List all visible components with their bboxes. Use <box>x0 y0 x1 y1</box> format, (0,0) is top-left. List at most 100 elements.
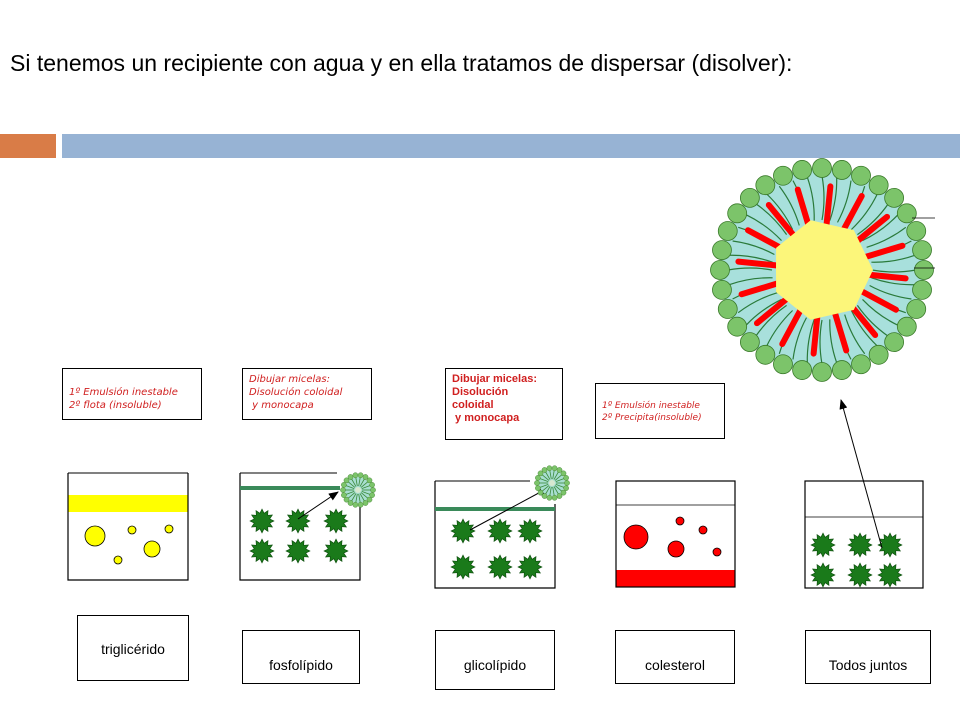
polar-head <box>884 332 905 353</box>
polar-head <box>717 221 738 241</box>
polar-head <box>831 360 852 380</box>
polar-head <box>884 187 905 208</box>
micelle-zoom-head <box>357 501 364 508</box>
cholesterol-droplet <box>675 516 685 526</box>
micelle-zoom <box>534 465 570 501</box>
micelle-zoom-head <box>341 482 347 488</box>
micelle-zoom-head <box>343 477 350 484</box>
micelle-zoom-head <box>343 496 350 503</box>
micelle-zoom-tail <box>554 485 563 492</box>
oil-droplet <box>113 555 123 565</box>
micelle-zoom-tail <box>358 493 361 503</box>
lipid-tail <box>862 298 899 326</box>
cholesterol-molecule <box>823 183 834 228</box>
lipid-tail <box>729 254 773 263</box>
micelle <box>517 554 543 580</box>
micelle-zoom-tail <box>555 478 565 483</box>
cholesterol-molecule <box>765 201 796 238</box>
label-fosfolipido-text: fosfolípido <box>269 657 333 673</box>
polar-head <box>792 160 813 180</box>
lipid-tail <box>869 284 912 300</box>
beaker-colesterol <box>615 480 736 588</box>
note-glicolipido-line3: coloidal <box>452 399 494 411</box>
lipid-tail <box>737 292 778 314</box>
micelle-zoom-head <box>560 470 567 477</box>
polar-head <box>727 203 748 224</box>
note-trigliceride-line2: 2º flota (insoluble) <box>69 400 162 411</box>
polar-head <box>896 316 917 337</box>
micelle-zoom-tail <box>345 490 355 495</box>
micelle-zoom-head <box>362 500 369 506</box>
cholesterol-molecule <box>864 271 909 282</box>
lipid-tail <box>766 193 794 230</box>
header-accent-orange <box>0 134 56 158</box>
arrow <box>469 487 549 531</box>
cholesterol-molecule <box>840 192 865 233</box>
micelle <box>249 508 275 534</box>
micelle <box>847 562 873 588</box>
lipid-tail <box>766 310 794 347</box>
micelle-zoom-head <box>366 477 373 484</box>
lipid-tail <box>755 203 788 235</box>
micelle-zoom-tail <box>355 493 358 503</box>
polar-head <box>773 165 793 186</box>
lipid-tail <box>755 304 787 337</box>
micelle-zoom-head <box>546 465 553 472</box>
micelle-zoom-head <box>366 496 373 503</box>
lipid-tail <box>871 269 917 273</box>
micelle-zoom-tail <box>539 483 549 488</box>
note-colesterol-line2: 2º Precipita(insoluble) <box>602 413 702 423</box>
oil-droplet <box>143 540 161 558</box>
micelle-zoom-tail <box>351 478 357 487</box>
oil-droplet <box>127 525 137 535</box>
cholesterol-molecule <box>735 258 780 269</box>
polar-head <box>727 316 748 337</box>
arrow <box>839 399 883 549</box>
micelle-zoom-head <box>347 500 354 506</box>
note-glicolipido: Dibujar micelas: Disolución coloidal y m… <box>445 368 563 440</box>
micelle-zoom-tail <box>555 483 565 488</box>
precipitate-layer <box>616 570 735 587</box>
note-fosfolipido: Dibujar micelas: Disolución coloidal y m… <box>242 368 372 420</box>
micelle-zoom-tail <box>553 486 559 495</box>
micelle-zoom-tail <box>549 470 552 480</box>
arrow <box>297 491 339 520</box>
header-accent-blue <box>62 134 960 158</box>
micelle-zoom-tail <box>361 490 371 495</box>
cholesterol-molecule <box>859 288 900 313</box>
micelle-zoom-head <box>546 494 553 501</box>
beaker-glicolipido <box>434 465 570 589</box>
lipid-tail <box>821 175 825 221</box>
lipid-tail <box>850 310 878 347</box>
micelle-zoom-head <box>551 494 558 501</box>
cholesterol-droplet <box>667 540 685 558</box>
micelle <box>249 538 275 564</box>
micelle <box>323 508 349 534</box>
polar-head <box>755 175 776 196</box>
polar-head <box>792 360 813 380</box>
micelle-zoom-center <box>355 487 361 493</box>
micelle <box>323 538 349 564</box>
micelle-zoom-head <box>369 492 375 498</box>
note-fosfolipido-line3: y monocapa <box>249 400 314 411</box>
micelle-zoom-tail <box>351 493 357 502</box>
polar-head <box>851 354 871 375</box>
polar-head <box>710 260 730 280</box>
micelle-zoom-tail <box>545 486 551 495</box>
polar-head <box>906 299 927 319</box>
micelle <box>487 554 513 580</box>
polar-head <box>739 332 760 353</box>
micelle <box>450 518 476 544</box>
polar-head <box>896 203 917 224</box>
polar-head <box>868 175 889 196</box>
label-fosfolipido: fosfolípido <box>242 630 360 684</box>
lipid-tail <box>862 214 899 242</box>
micelle-zoom-head <box>560 489 567 496</box>
micelle <box>285 508 311 534</box>
cholesterol-molecule <box>854 213 891 244</box>
lipid-tail <box>850 193 878 230</box>
label-trigliceride-text: triglicérido <box>101 641 165 657</box>
cholesterol-molecule <box>810 312 821 357</box>
micelle-zoom-tail <box>541 485 550 492</box>
micelle-zoom-tail <box>549 486 552 496</box>
